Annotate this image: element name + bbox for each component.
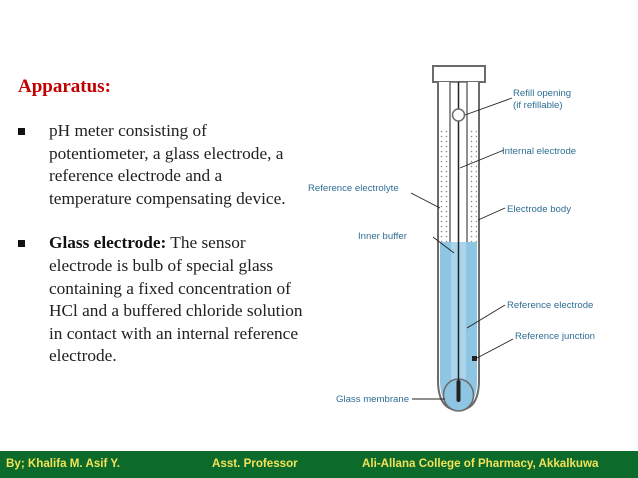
bullet-glass-electrode: Glass electrode: The sensor electrode is… [18, 232, 308, 368]
refill-opening-circle [451, 108, 466, 122]
apparatus-bullet-list: pH meter consisting of potentiometer, a … [18, 120, 308, 368]
label-inner-buffer: Inner buffer [358, 231, 408, 242]
reference-junction-mark [472, 356, 477, 361]
internal-electrode-tip [456, 380, 461, 402]
bullet-bold-term: Glass electrode: [49, 233, 167, 253]
footer-institution: Ali-Allana College of Pharmacy, Akkalkuw… [362, 457, 599, 470]
label-refill-opening: Refill opening [513, 88, 571, 99]
bullet-text: pH meter consisting of potentiometer, a … [49, 121, 286, 208]
bullet-ph-meter: pH meter consisting of potentiometer, a … [18, 120, 308, 210]
square-bullet-icon [18, 240, 25, 248]
label-reference-electrode: Reference electrode [507, 300, 593, 311]
label-glass-membrane: Glass membrane [336, 394, 409, 405]
label-reference-junction: Reference junction [515, 331, 595, 342]
apparatus-heading: Apparatus: [18, 76, 111, 97]
footer-bar: By; Khalifa M. Asif Y. Asst. Professor A… [0, 451, 638, 478]
label-refill-opening-note: (if refillable) [513, 100, 563, 111]
label-internal-electrode: Internal electrode [502, 146, 576, 157]
apparatus-text-block: Apparatus: pH meter consisting of potent… [18, 76, 308, 390]
bullet-text: The sensor electrode is bulb of special … [49, 233, 303, 366]
footer-position: Asst. Professor [212, 457, 298, 470]
label-electrode-body: Electrode body [507, 204, 571, 215]
square-bullet-icon [18, 128, 25, 135]
label-reference-electrolyte: Reference electrolyte [308, 183, 399, 194]
electrode-cap [432, 65, 486, 83]
top-rule [0, 0, 638, 3]
footer-author: By; Khalifa M. Asif Y. [6, 457, 121, 470]
glass-electrode-diagram: Refill opening (if refillable) Internal … [308, 65, 595, 412]
